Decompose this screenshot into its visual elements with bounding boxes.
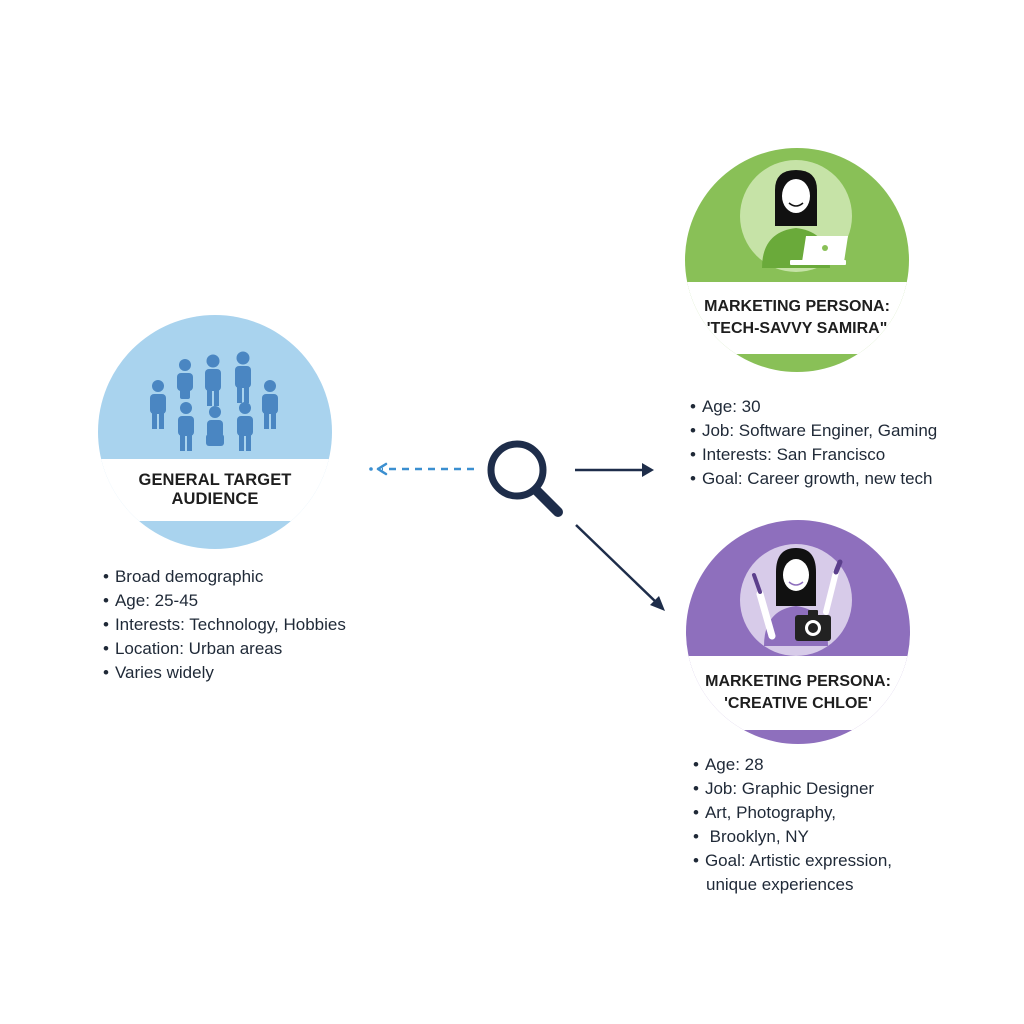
person-figure — [150, 380, 166, 429]
list-item: Job: Software Enginer, Gaming — [690, 419, 937, 443]
list-item: Interests: Technology, Hobbies — [103, 613, 346, 637]
chloe-title-line1: MARKETING PERSONA: — [705, 673, 891, 690]
person-figure — [177, 359, 193, 399]
list-item: Age: 30 — [690, 395, 937, 419]
list-item: Age: 25-45 — [103, 589, 346, 613]
person-figure — [262, 380, 278, 429]
samira-title-band: MARKETING PERSONA: 'TECH-SAVVY SAMIRA" — [685, 282, 909, 354]
chloe-title-line2: 'CREATIVE CHLOE' — [724, 695, 872, 712]
samira-title-line2: 'TECH-SAVVY SAMIRA" — [706, 320, 888, 337]
list-item: Location: Urban areas — [103, 637, 346, 661]
arrow-to-samira — [575, 463, 654, 477]
list-item: Varies widely — [103, 661, 346, 685]
list-item: Broad demographic — [103, 565, 346, 589]
magnifying-glass-icon — [487, 440, 563, 517]
list-item-continuation: unique experiences — [706, 875, 854, 894]
list-item: Brooklyn, NY — [693, 825, 892, 849]
person-figure — [178, 402, 194, 451]
person-figure — [206, 406, 224, 446]
person-figure — [237, 402, 253, 451]
list-item: Job: Graphic Designer — [693, 777, 892, 801]
list-item: Age: 28 — [693, 753, 892, 777]
people-group-icon — [150, 351, 278, 451]
samira-title-line1: MARKETING PERSONA: — [704, 298, 890, 315]
general-audience-title: GENERAL TARGET AUDIENCE — [138, 471, 292, 508]
list-item: Art, Photography, — [693, 801, 892, 825]
chloe-bullets: Age: 28 Job: Graphic Designer Art, Photo… — [693, 753, 892, 897]
general-audience-bullets: Broad demographic Age: 25-45 Interests: … — [103, 565, 346, 685]
samira-persona-circle: MARKETING PERSONA: 'TECH-SAVVY SAMIRA" — [685, 148, 909, 372]
samira-bullets: Age: 30 Job: Software Enginer, Gaming In… — [690, 395, 937, 491]
general-audience-circle: GENERAL TARGET AUDIENCE — [98, 315, 332, 549]
list-item: Goal: Artistic expression, — [693, 849, 892, 873]
person-figure — [235, 351, 251, 403]
general-audience-title-band: GENERAL TARGET AUDIENCE — [98, 459, 332, 521]
chloe-title-band: MARKETING PERSONA: 'CREATIVE CHLOE' — [686, 656, 910, 730]
dashed-arrow-to-audience — [369, 462, 474, 476]
woman-with-laptop-icon — [762, 170, 848, 268]
person-figure — [205, 354, 221, 406]
list-item: Goal: Career growth, new tech — [690, 467, 937, 491]
list-item: Interests: San Francisco — [690, 443, 937, 467]
arrow-to-chloe — [575, 524, 665, 611]
woman-with-paintbrush-camera-icon — [752, 548, 843, 646]
